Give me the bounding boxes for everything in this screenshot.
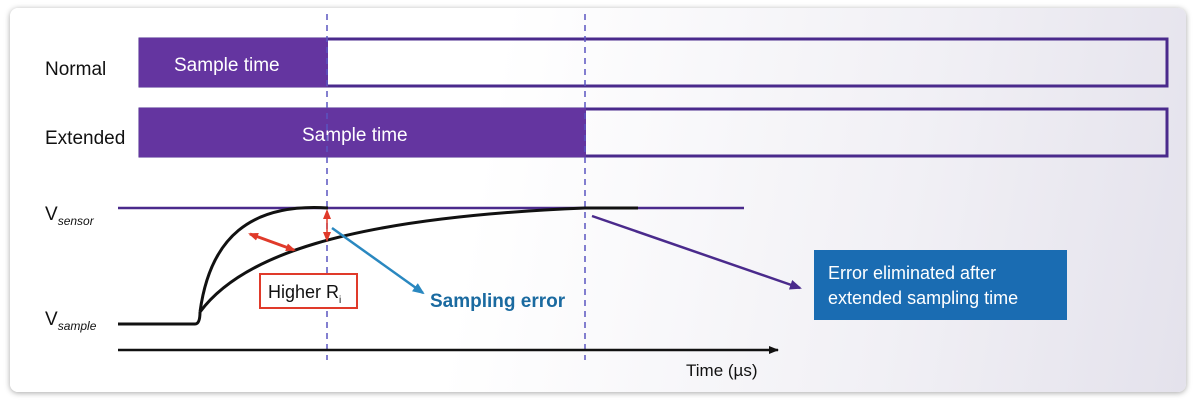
higher-ri-red-arrow — [248, 232, 296, 252]
v-sample-label: Vsample — [45, 309, 97, 333]
error-eliminated-line1: Error eliminated after — [828, 263, 996, 283]
time-axis-label: Time (µs) — [686, 361, 758, 380]
fast-charging-curve — [198, 206, 329, 313]
extended-sample-time-bar — [139, 108, 586, 157]
error-eliminated-line2: extended sampling time — [828, 288, 1018, 308]
diagram-frame: Normal Sample time Extended Sample time … — [10, 8, 1186, 392]
higher-ri-box — [259, 273, 358, 309]
v-sensor-label: Vsensor — [45, 204, 95, 228]
sampling-time-diagram: Normal Sample time Extended Sample time … — [45, 14, 1169, 380]
extended-row-label: Extended — [45, 128, 125, 149]
higher-ri-text: Higher Ri — [268, 282, 341, 306]
error-eliminated-arrow — [591, 214, 802, 290]
sampling-error-arrow — [331, 226, 425, 295]
normal-row-label: Normal — [45, 59, 106, 80]
error-eliminated-box — [814, 250, 1067, 320]
extended-sample-time-text: Sample time — [302, 125, 408, 146]
normal-sample-time-text: Sample time — [174, 55, 280, 76]
normal-sample-time-bar — [139, 38, 328, 87]
sampling-error-text: Sampling error — [430, 291, 566, 312]
v-sample-baseline — [118, 311, 202, 326]
